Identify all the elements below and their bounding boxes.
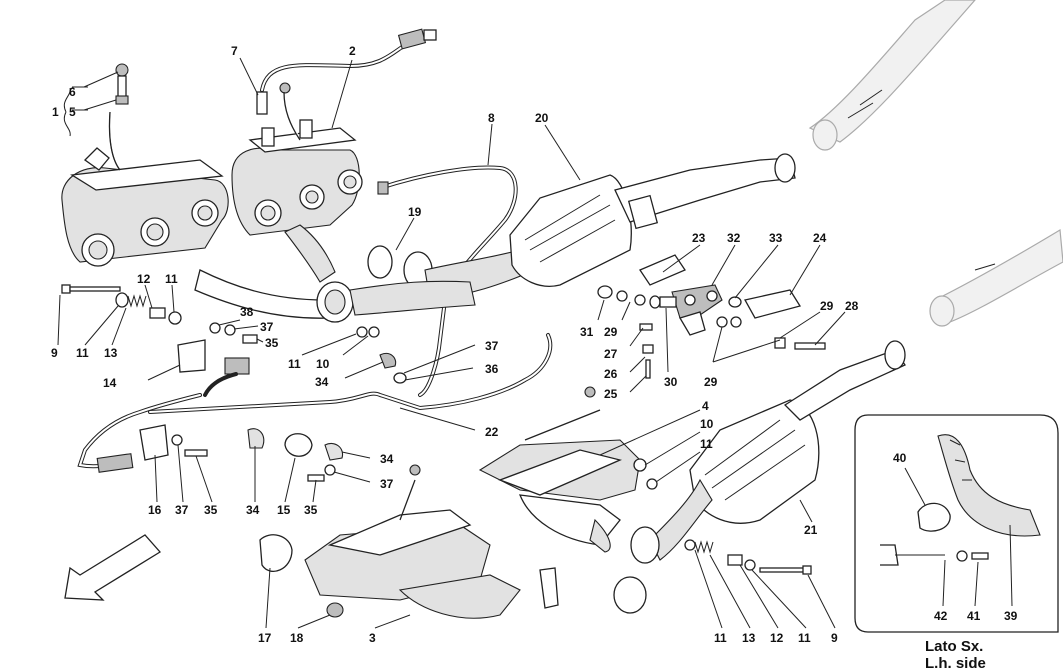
part-label: 21 [804,523,818,537]
inset-title-italian: Lato Sx. [925,638,983,655]
part-label: 11 [165,272,178,286]
part-label: 9 [831,631,838,645]
part-label: 35 [304,503,318,517]
lh-side-inset [854,414,1059,633]
part-label: 3 [369,631,376,645]
part-label: 11 [798,631,811,645]
clamps-center-left [177,322,407,384]
inset-title-english: L.h. side [925,655,986,671]
part-label: 25 [604,387,618,401]
part-number-labels: 1 6 5 7 2 8 20 19 23 32 33 24 12 11 9 11… [51,44,1018,671]
part-label: 28 [845,299,859,313]
part-label: 13 [104,346,118,360]
catalytic-converter-upper [349,153,796,316]
part-label: 20 [535,111,549,125]
part-label: 37 [380,477,394,491]
part-label: 40 [893,451,907,465]
part-label: 11 [700,437,713,451]
part-label: 27 [604,347,618,361]
part-label: 24 [813,231,827,245]
fasteners-left-group [61,284,182,325]
part-label: 36 [485,362,499,376]
part-label: 8 [488,111,495,125]
tailpipe-middle-right [929,228,1063,327]
part-label: 34 [315,375,329,389]
part-label: 22 [485,425,499,439]
sensor-wire-8 [377,165,518,397]
part-label: 12 [137,272,151,286]
part-label: 42 [934,609,948,623]
part-label: 18 [290,631,304,645]
part-label: 33 [769,231,783,245]
part-label: 11 [288,357,301,371]
part-label: 4 [702,399,709,413]
part-label: 32 [727,231,741,245]
part-label: 41 [967,609,981,623]
part-label: 17 [258,631,272,645]
exhaust-manifold-left-upper [231,119,433,289]
part-label: 23 [692,231,706,245]
tailpipe-upper-right [808,0,976,151]
part-label: 38 [240,305,254,319]
part-label: 30 [664,375,678,389]
part-label: 16 [148,503,162,517]
part-label: 15 [277,503,291,517]
part-label: 35 [265,336,279,350]
part-label: 13 [742,631,756,645]
direction-arrow [64,534,161,601]
part-label: 11 [76,346,89,360]
oxygen-sensor-upper-left [115,63,129,105]
part-label: 6 [69,85,76,99]
clamps-lower-left [139,424,344,482]
part-label: 14 [103,376,117,390]
catalytic-converter-lower [613,340,906,614]
bracket-assembly-center [597,254,826,379]
part-label: 34 [380,452,394,466]
part-label: 19 [408,205,422,219]
part-label: 10 [700,417,714,431]
leader-lines [57,57,1013,629]
part-label: 37 [485,339,499,353]
part-label: 29 [820,299,834,313]
part-label: 10 [316,357,330,371]
part-label: 39 [1004,609,1018,623]
exhaust-manifold-left-lower [259,464,559,619]
part-label: 9 [51,346,58,360]
part-label: 29 [704,375,718,389]
part-label: 31 [580,325,594,339]
part-label: 7 [231,44,238,58]
exhaust-manifold-right-lower [478,386,658,553]
oxygen-sensor-2-wire [256,28,437,141]
part-label: 37 [260,320,274,334]
exhaust-manifold-right-upper [61,111,354,323]
part-label: 5 [69,105,76,119]
part-label: 26 [604,367,618,381]
sensor-wire-22 [77,333,553,473]
part-label: 37 [175,503,189,517]
part-label: 12 [770,631,784,645]
part-label: 2 [349,44,356,58]
part-label: 1 [52,105,59,119]
part-label: 29 [604,325,618,339]
part-label: 11 [714,631,727,645]
part-label: 34 [246,503,260,517]
part-label: 35 [204,503,218,517]
